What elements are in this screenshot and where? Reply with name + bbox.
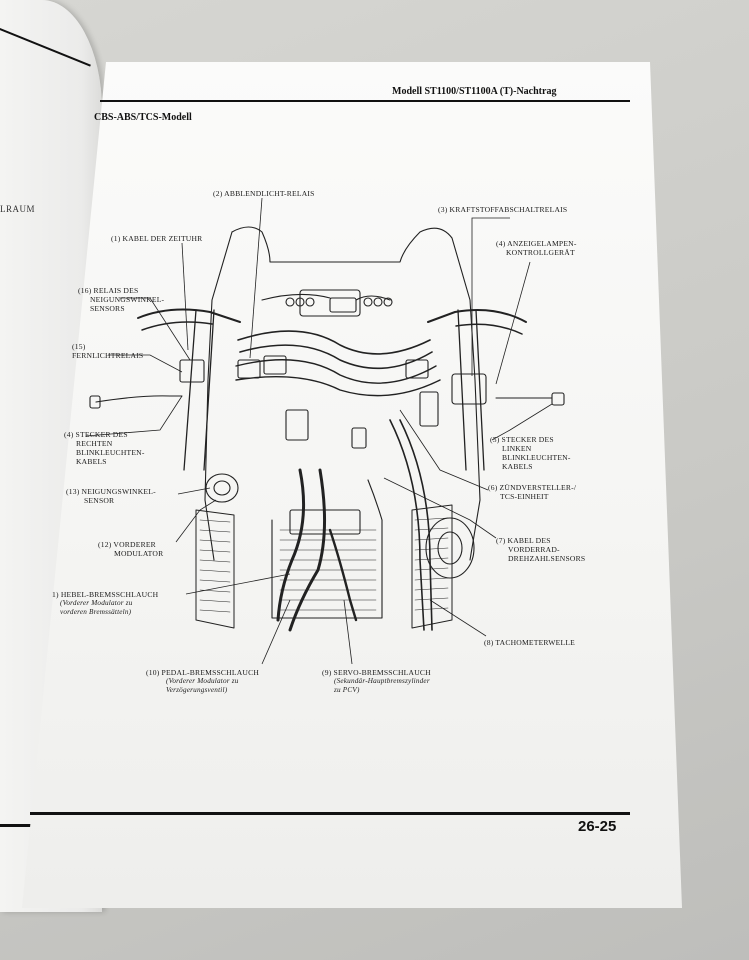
section-title: CBS-ABS/TCS-Modell [94, 112, 192, 123]
manual-page [22, 62, 682, 908]
label-abblendlicht-relais: (2) ABBLENDLICHT-RELAIS [213, 189, 315, 198]
label-tachometerwelle: (8) TACHOMETERWELLE [484, 638, 575, 647]
label-neigungswinkelsensor: (13) NEIGUNGSWINKEL- SENSOR [66, 487, 156, 505]
label-pedal-bremsschlauch: (10) PEDAL-BREMSSCHLAUCH (Vorderer Modul… [146, 668, 260, 694]
label-fernlichtrelais: (15) FERNLICHTRELAIS [72, 342, 144, 360]
label-kabel-der-zeituhr: (1) KABEL DER ZEITUHR [111, 234, 203, 243]
label-servo-bremsschlauch: (9) SERVO-BREMSSCHLAUCH (Sekundär-Hauptb… [322, 668, 431, 694]
label-kabel-vorderrad-drehzahlsensor: (7) KABEL DES VORDERRAD- DREHZAHLSENSORS [496, 536, 586, 563]
label-relais-neigungswinkelsensor: (16) RELAIS DES NEIGUNGSWINKEL- SENSORS [78, 286, 165, 313]
label-stecker-rechten-blinkleuchten: (4) STECKER DES RECHTEN BLINKLEUCHTEN- K… [64, 430, 145, 466]
header-rule [100, 100, 630, 102]
label-anzeigelampen-kontrollgeraet: (4) ANZEIGELAMPEN- KONTROLLGERÄT [496, 239, 577, 257]
label-hebel-bremsschlauch: 1) HEBEL-BREMSSCHLAUCH (Vorderer Modulat… [52, 590, 159, 616]
label-vorderer-modulator: (12) VORDERER MODULATOR [98, 540, 164, 558]
left-page-text-fragment: LRAUM [0, 204, 36, 214]
footer-rule [30, 812, 630, 815]
label-stecker-linken-blinkleuchten: (5) STECKER DES LINKEN BLINKLEUCHTEN- KA… [490, 435, 571, 471]
label-kraftstoffabschaltrelais: (3) KRAFTSTOFFABSCHALTRELAIS [438, 205, 568, 214]
page-header-title: Modell ST1100/ST1100A (T)-Nachtrag [392, 86, 557, 97]
label-zuendversteller-tcs-einheit: (6) ZÜNDVERSTELLER-/ TCS-EINHEIT [488, 483, 577, 501]
page-number: 26-25 [578, 818, 617, 835]
